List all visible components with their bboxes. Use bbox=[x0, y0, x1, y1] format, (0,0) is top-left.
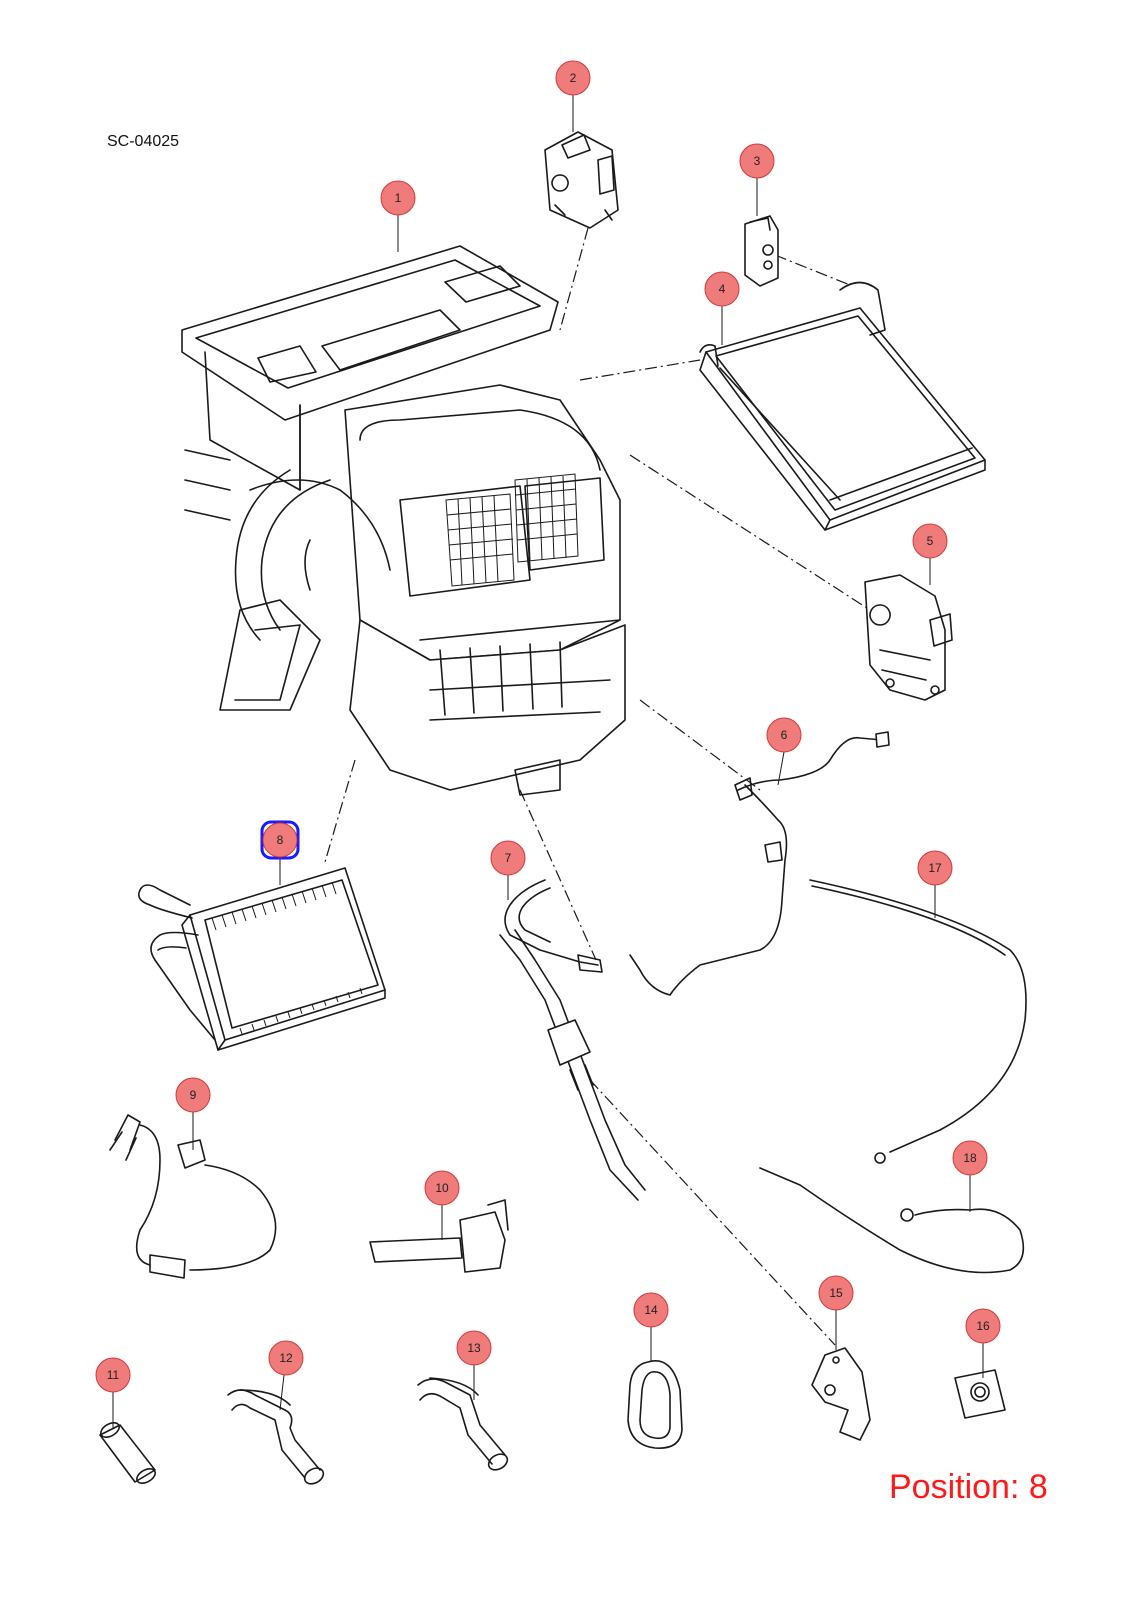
callout-bubble bbox=[633, 1292, 669, 1328]
callout-bubble bbox=[490, 840, 526, 876]
callout-bubble bbox=[268, 1340, 304, 1376]
callout-bubble bbox=[424, 1170, 460, 1206]
callout-2[interactable]: 2 bbox=[555, 60, 591, 96]
callout-number: 6 bbox=[781, 728, 788, 742]
callout-4[interactable]: 4 bbox=[704, 271, 740, 307]
callout-12[interactable]: 12 bbox=[268, 1340, 304, 1376]
evaporator-core bbox=[699, 281, 986, 531]
position-readout: Position: 8 bbox=[889, 1468, 1048, 1506]
callout-number: 3 bbox=[754, 154, 761, 168]
temperature-sensor-wire bbox=[109, 1114, 277, 1279]
callout-number: 10 bbox=[435, 1181, 449, 1195]
hose-bent-a bbox=[227, 1389, 325, 1485]
callout-bubble bbox=[965, 1308, 1001, 1344]
callout-8[interactable]: 8 bbox=[260, 820, 300, 860]
callout-bubble bbox=[818, 1275, 854, 1311]
callout-6[interactable]: 6 bbox=[766, 717, 802, 753]
seal-gasket bbox=[627, 1360, 683, 1449]
callout-leaders bbox=[112, 95, 984, 1428]
callout-number: 9 bbox=[190, 1088, 197, 1102]
callout-bubble bbox=[262, 822, 298, 858]
diagram-reference-code: SC-04025 bbox=[107, 133, 180, 150]
mode-door-actuator bbox=[544, 131, 619, 229]
callout-number: 1 bbox=[395, 191, 402, 205]
hvac-housing-assembly bbox=[181, 245, 626, 796]
callout-15[interactable]: 15 bbox=[818, 1275, 854, 1311]
heater-pipe-with-bracket bbox=[499, 879, 646, 1201]
temperature-door-actuator bbox=[864, 574, 953, 701]
callout-5[interactable]: 5 bbox=[912, 523, 948, 559]
callout-bubble bbox=[380, 180, 416, 216]
callout-9[interactable]: 9 bbox=[175, 1077, 211, 1113]
callout-bubble bbox=[704, 271, 740, 307]
hose-short bbox=[99, 1421, 156, 1485]
blower-grille bbox=[445, 473, 579, 587]
callout-bubble bbox=[456, 1330, 492, 1366]
callout-bubble bbox=[175, 1077, 211, 1113]
hose-bent-b bbox=[417, 1377, 509, 1471]
heater-core bbox=[137, 867, 386, 1051]
callout-17[interactable]: 17 bbox=[917, 850, 953, 886]
callout-number: 18 bbox=[963, 1151, 977, 1165]
control-cable-long bbox=[809, 879, 1027, 1164]
callout-number: 14 bbox=[644, 1303, 658, 1317]
wiring-harness bbox=[629, 731, 890, 996]
callout-number: 5 bbox=[927, 534, 934, 548]
callout-14[interactable]: 14 bbox=[633, 1292, 669, 1328]
sensor-probe bbox=[369, 1199, 509, 1273]
callout-number: 11 bbox=[107, 1368, 120, 1382]
callout-bubble bbox=[952, 1140, 988, 1176]
callout-10[interactable]: 10 bbox=[424, 1170, 460, 1206]
callout-11[interactable]: 11 bbox=[95, 1357, 131, 1393]
callout-bubble bbox=[766, 717, 802, 753]
assembly-leader-lines bbox=[324, 227, 871, 1346]
expansion-valve bbox=[744, 215, 779, 287]
callout-18[interactable]: 18 bbox=[952, 1140, 988, 1176]
callout-number: 8 bbox=[277, 833, 284, 847]
callout-bubble bbox=[95, 1357, 131, 1393]
callout-3[interactable]: 3 bbox=[739, 143, 775, 179]
mounting-bracket bbox=[811, 1347, 871, 1441]
callout-16[interactable]: 16 bbox=[965, 1308, 1001, 1344]
callout-number: 2 bbox=[570, 71, 577, 85]
callout-bubble bbox=[555, 60, 591, 96]
callout-number: 4 bbox=[719, 282, 726, 296]
callout-number: 15 bbox=[829, 1286, 843, 1300]
clip-nut bbox=[954, 1369, 1006, 1419]
callout-number: 13 bbox=[467, 1341, 481, 1355]
control-cable-short bbox=[759, 1167, 1025, 1274]
callout-13[interactable]: 13 bbox=[456, 1330, 492, 1366]
callout-number: 7 bbox=[505, 851, 512, 865]
callout-bubble bbox=[912, 523, 948, 559]
callout-number: 12 bbox=[279, 1351, 293, 1365]
callout-bubble bbox=[917, 850, 953, 886]
callout-number: 16 bbox=[976, 1319, 990, 1333]
callout-number: 17 bbox=[928, 861, 942, 875]
callout-1[interactable]: 1 bbox=[380, 180, 416, 216]
callout-bubble bbox=[739, 143, 775, 179]
callout-7[interactable]: 7 bbox=[490, 840, 526, 876]
